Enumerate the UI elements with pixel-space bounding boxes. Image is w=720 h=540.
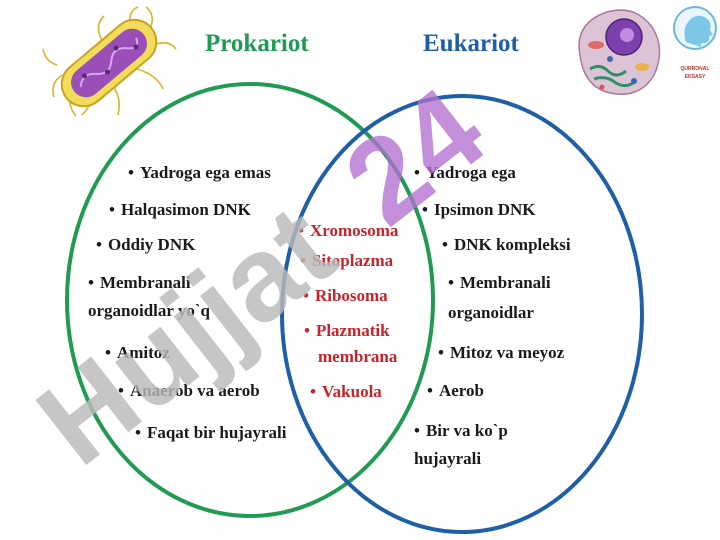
prokaryote-item-label: Faqat bir hujayrali <box>146 423 287 442</box>
eukaryote-item-label: Mitoz va meyoz <box>449 343 565 362</box>
prokaryote-title: Prokariot <box>205 30 309 57</box>
eukaryote-title: Eukariot <box>423 30 519 57</box>
prokaryote-item: • Membranali <box>88 272 191 294</box>
logo-line1: QURRONAL <box>680 66 710 72</box>
bullet: • <box>118 381 124 400</box>
shared-item: • Ribosoma <box>303 285 388 307</box>
eukaryote-item-label: Aerob <box>438 381 484 400</box>
shared-item-continued: membrana <box>318 347 398 366</box>
bullet: • <box>304 321 310 340</box>
prokaryote-item-label: Membranali <box>99 273 191 292</box>
prokaryote-item-label: Oddiy DNK <box>107 235 196 254</box>
bullet: • <box>135 423 141 442</box>
bullet: • <box>128 163 134 182</box>
prokaryote-item: • Halqasimon DNK <box>109 199 251 221</box>
prokaryote-item: • Faqat bir hujayrali <box>135 422 286 444</box>
prokaryote-item: • Amitoz <box>105 342 170 364</box>
prokaryote-item: • Anaerob va aerob <box>118 380 260 402</box>
prokaryote-item-label: Amitoz <box>116 343 170 362</box>
prokaryote-item: • Oddiy DNK <box>96 234 195 256</box>
eukaryote-item: • DNK kompleksi <box>442 234 571 256</box>
eukaryote-item-continued: hujayrali <box>414 449 482 468</box>
bullet: • <box>422 200 428 219</box>
bullet: • <box>442 235 448 254</box>
eukaryote-item: • Ipsimon DNK <box>422 199 536 221</box>
shared-item-label: Ribosoma <box>314 286 388 305</box>
head-profile-logo-icon <box>673 6 717 50</box>
bullet: • <box>88 273 94 292</box>
eukaryote-item: • Mitoz va meyoz <box>438 342 564 364</box>
shared-item-label: Plazmatik <box>315 321 390 340</box>
prokaryote-item-continued: organoidlar yo`q <box>88 301 211 320</box>
eukaryote-item: • Membranali <box>448 272 551 294</box>
eukaryote-item: • Yadroga ega <box>414 162 516 184</box>
shared-item: • Sitoplazma <box>300 250 393 272</box>
eukaryote-item-label: Ipsimon DNK <box>433 200 536 219</box>
shared-item: • Xromosoma <box>298 220 398 242</box>
shared-item-label: Vakuola <box>321 382 382 401</box>
shared-item-label: Sitoplazma <box>311 251 394 270</box>
logo-line2: EKSASY <box>684 74 706 80</box>
eukaryote-item-label: Membranali <box>459 273 551 292</box>
prokaryote-item-label: Halqasimon DNK <box>120 200 251 219</box>
eukaryote-item: • Bir va ko`p <box>414 420 508 442</box>
eukaryote-item-label: Yadroga ega <box>425 163 516 182</box>
bullet: • <box>105 343 111 362</box>
bullet: • <box>448 273 454 292</box>
eukaryote-item-continued: organoidlar <box>448 303 534 322</box>
bullet: • <box>298 221 304 240</box>
eukaryote-item-label: Bir va ko`p <box>425 421 508 440</box>
bullet: • <box>300 251 306 270</box>
shared-item: • Vakuola <box>310 381 382 403</box>
bullet: • <box>96 235 102 254</box>
bacterium-icon <box>42 6 177 117</box>
eukaryote-circle <box>280 94 644 534</box>
prokaryote-item-label: Yadroga ega emas <box>139 163 271 182</box>
bullet: • <box>414 163 420 182</box>
bullet: • <box>303 286 309 305</box>
shared-item-label: Xromosoma <box>309 221 399 240</box>
bullet: • <box>109 200 115 219</box>
eukaryote-item-label: DNK kompleksi <box>453 235 571 254</box>
bullet: • <box>427 381 433 400</box>
eukaryotic-cell-icon <box>578 9 661 95</box>
prokaryote-circle <box>65 82 435 518</box>
shared-item: • Plazmatik <box>304 320 390 342</box>
prokaryote-item: • Yadroga ega emas <box>128 162 271 184</box>
eukaryote-item: • Aerob <box>427 380 484 402</box>
bullet: • <box>414 421 420 440</box>
bullet: • <box>438 343 444 362</box>
bullet: • <box>310 382 316 401</box>
prokaryote-item-label: Anaerob va aerob <box>129 381 260 400</box>
